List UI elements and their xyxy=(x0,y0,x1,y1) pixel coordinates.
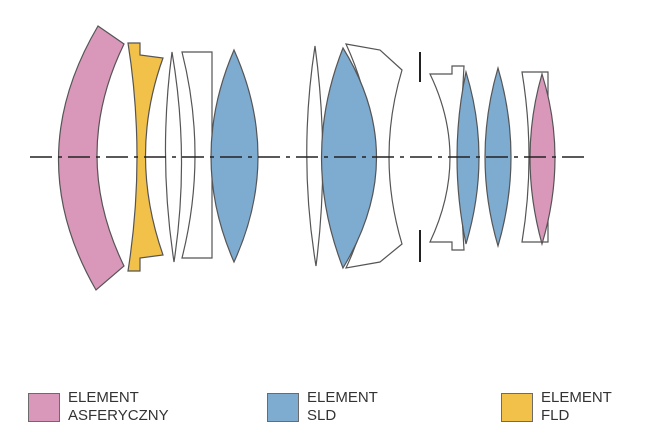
lens-element-5-sld xyxy=(210,48,259,264)
legend-label-fld: ELEMENT FLD xyxy=(541,389,612,424)
lens-element-13-aspherical xyxy=(529,71,556,247)
lens-diagram xyxy=(30,25,588,291)
legend-swatch-aspherical xyxy=(28,393,60,422)
legend-label-aspherical: ELEMENT ASFERYCZNY xyxy=(68,389,169,424)
legend-swatch-fld xyxy=(501,393,533,422)
lens-element-6-clear xyxy=(306,45,324,267)
legend-label-sld: ELEMENT SLD xyxy=(307,389,378,424)
lens-element-10-sld xyxy=(456,71,480,245)
lens-element-8-sld xyxy=(320,46,378,270)
lens-element-4-clear xyxy=(181,51,213,259)
legend-swatch-sld xyxy=(267,393,299,422)
lens-element-1-aspherical xyxy=(57,25,125,291)
